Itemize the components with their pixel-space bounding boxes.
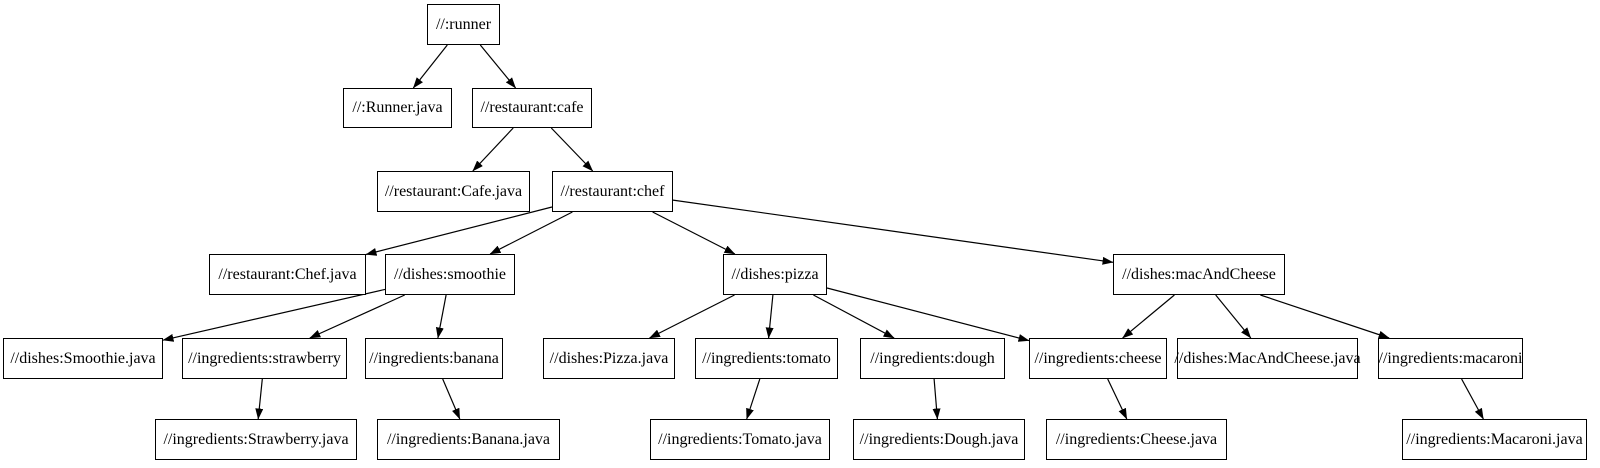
graph-node-macaroni-java: //ingredients:Macaroni.java [1402,419,1587,460]
graph-node-dough-java: //ingredients:Dough.java [853,419,1025,460]
graph-node-chef: //restaurant:chef [552,171,673,212]
edge-pizza-to-tomato [765,294,774,339]
edge-runner-to-runner-java [412,44,448,89]
graph-node-strawberry: //ingredients:strawberry [182,338,347,379]
edge-pizza-to-pizza-java [649,294,735,339]
edge-chef-to-smoothie [489,211,573,255]
graph-node-strawberry-java: //ingredients:Strawberry.java [155,419,357,460]
graph-node-cafe-java: //restaurant:Cafe.java [377,171,530,212]
graph-node-cafe: //restaurant:cafe [472,88,592,128]
graph-node-runner: //:runner [427,4,500,45]
edge-banana-to-banana-java [442,378,461,420]
edge-macaroni-to-macaroni-java [1461,378,1484,420]
edge-smoothie-to-banana [435,294,447,339]
edge-pizza-to-cheese [826,287,1030,342]
graph-node-banana-java: //ingredients:Banana.java [377,419,560,460]
graph-node-macandcheese-java: //dishes:MacAndCheese.java [1174,338,1361,379]
edge-chef-to-pizza [652,211,736,255]
edge-pizza-to-dough [813,294,895,339]
graph-node-chef-java: //restaurant:Chef.java [209,254,366,295]
edge-smoothie-to-smoothie-java [162,288,386,342]
graph-node-macandcheese: //dishes:macAndCheese [1113,254,1285,295]
graph-node-tomato-java: //ingredients:Tomato.java [650,419,830,460]
edge-chef-to-macandcheese [672,199,1114,265]
graph-node-banana: //ingredients:banana [365,338,503,379]
graph-node-smoothie-java: //dishes:Smoothie.java [3,338,163,379]
edge-cafe-to-cafe-java [472,127,514,172]
edge-macandcheese-to-macandcheese-java [1215,294,1252,339]
graph-node-pizza: //dishes:pizza [723,254,827,295]
edge-dough-to-dough-java [932,378,941,420]
edge-strawberry-to-strawberry-java [255,378,264,420]
edge-smoothie-to-strawberry [309,294,405,339]
edge-chef-to-chef-java [365,206,553,256]
edge-group [162,44,1484,420]
graph-node-dough: //ingredients:dough [860,338,1005,379]
edge-runner-to-cafe [479,44,517,89]
graph-node-pizza-java: //dishes:Pizza.java [543,338,675,379]
edge-cafe-to-chef [550,127,594,172]
graph-node-runner-java: //:Runner.java [343,88,452,128]
edge-tomato-to-tomato-java [746,378,761,420]
edge-cheese-to-cheese-java [1107,378,1128,420]
edge-macandcheese-to-cheese [1122,294,1175,339]
graph-node-tomato: //ingredients:tomato [695,338,838,379]
graph-node-cheese-java: //ingredients:Cheese.java [1046,419,1227,460]
graph-node-cheese: //ingredients:cheese [1029,338,1167,379]
edge-macandcheese-to-macaroni [1260,294,1390,339]
graph-node-smoothie: //dishes:smoothie [385,254,515,295]
graph-node-macaroni: //ingredients:macaroni [1378,338,1523,379]
